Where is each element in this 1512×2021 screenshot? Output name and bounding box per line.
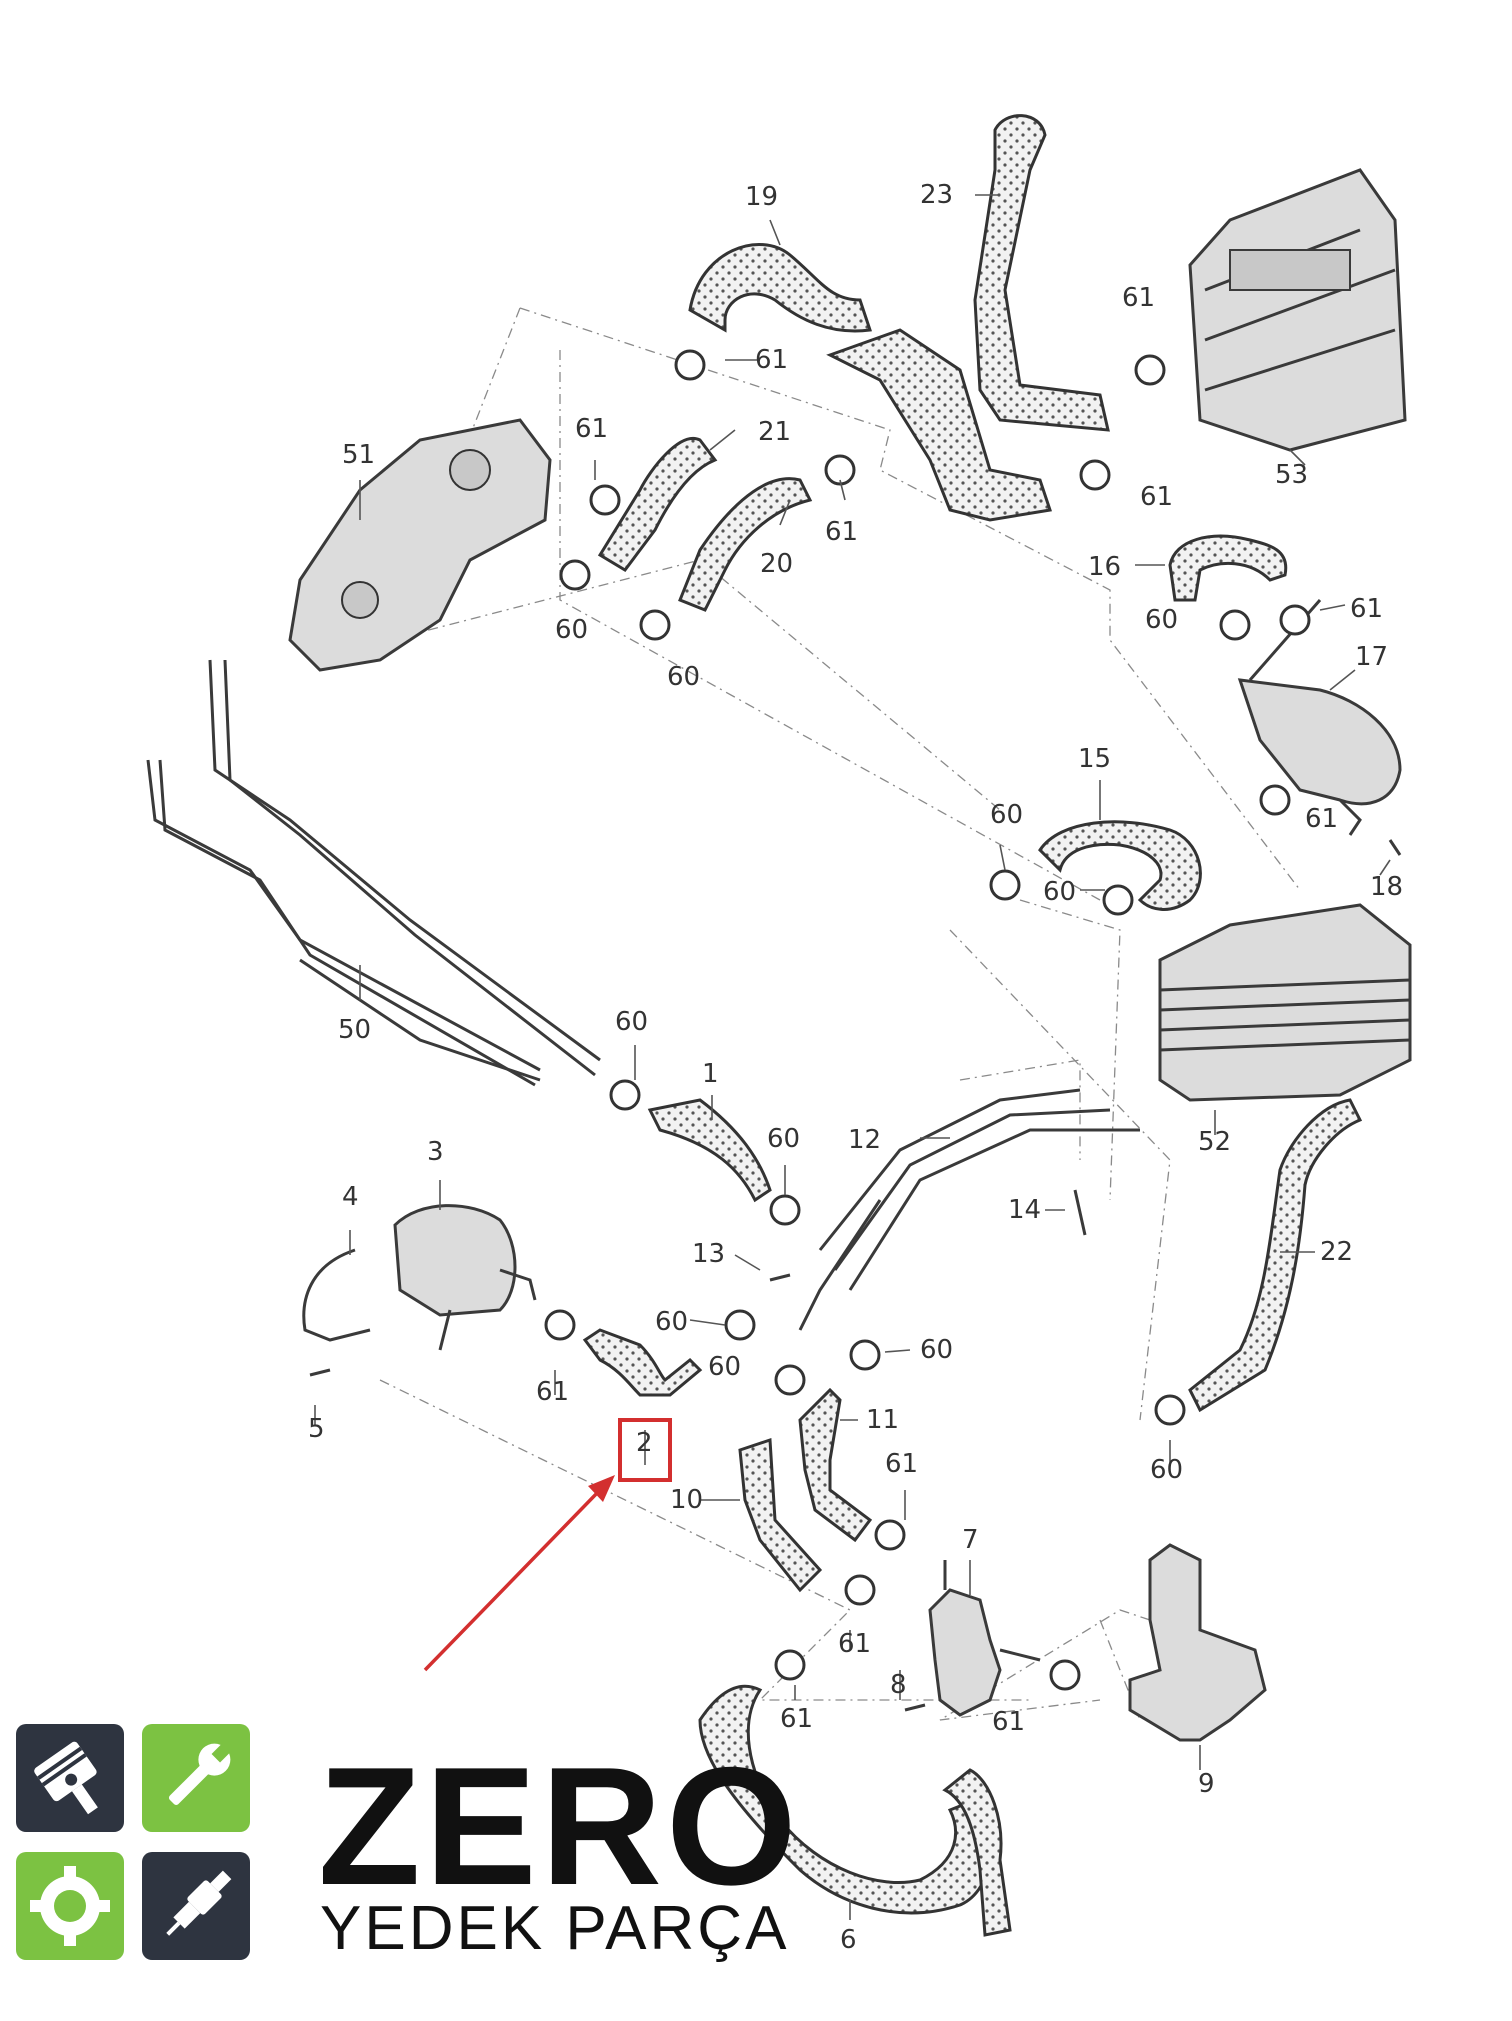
part-11-hose xyxy=(798,1387,873,1543)
callout-61: 61 xyxy=(575,414,608,444)
callout-61: 61 xyxy=(536,1377,569,1407)
part-22-hose xyxy=(1188,1098,1363,1413)
part-10-hose xyxy=(738,1437,823,1593)
callout-61: 61 xyxy=(838,1629,871,1659)
callout-18: 18 xyxy=(1370,872,1403,902)
callout-60: 60 xyxy=(1145,605,1178,635)
part-2-highlight-box xyxy=(618,1418,672,1482)
callout-17: 17 xyxy=(1355,642,1388,672)
wrench-icon xyxy=(168,1741,233,1806)
callout-6: 6 xyxy=(840,1925,857,1955)
brand-name: ZERO xyxy=(318,1732,801,1920)
callout-52: 52 xyxy=(1198,1127,1231,1157)
wrench-tile xyxy=(142,1724,250,1832)
gear-icon xyxy=(30,1866,110,1946)
part-53-heater-unit xyxy=(1188,168,1407,452)
part-21-hose xyxy=(597,436,718,572)
part-2-highlight-arrow xyxy=(423,1488,602,1672)
callout-7: 7 xyxy=(962,1525,979,1555)
callout-9: 9 xyxy=(1198,1769,1215,1799)
part-19-hose xyxy=(688,243,873,333)
callout-21: 21 xyxy=(758,417,791,447)
part-52-oil-cooler xyxy=(1158,903,1412,1102)
callout-60: 60 xyxy=(920,1335,953,1365)
callout-19: 19 xyxy=(745,182,778,212)
part-16-hose xyxy=(1168,534,1288,602)
spark-plug-tile xyxy=(142,1852,250,1960)
piston-tile xyxy=(16,1724,124,1832)
part-2-hose xyxy=(582,1328,703,1397)
gear-tile xyxy=(16,1852,124,1960)
callout-20: 20 xyxy=(760,549,793,579)
hose-clamps xyxy=(544,349,1311,1691)
callout-61: 61 xyxy=(1350,594,1383,624)
callout-50: 50 xyxy=(338,1015,371,1045)
callout-61: 61 xyxy=(780,1704,813,1734)
part-4-bracket xyxy=(302,1248,371,1342)
callout-60: 60 xyxy=(708,1352,741,1382)
callout-60: 60 xyxy=(615,1007,648,1037)
callout-13: 13 xyxy=(692,1239,725,1269)
callout-23: 23 xyxy=(920,180,953,210)
callout-1: 1 xyxy=(702,1059,719,1089)
callout-60: 60 xyxy=(667,662,700,692)
part-50-pipe-assembly xyxy=(146,659,601,1087)
callout-3: 3 xyxy=(427,1137,444,1167)
part-7-valve xyxy=(928,1560,1041,1717)
callout-15: 15 xyxy=(1078,744,1111,774)
callout-2: 2 xyxy=(636,1428,653,1458)
part-2-highlight xyxy=(423,1418,672,1672)
part-9-bracket xyxy=(1128,1543,1267,1742)
part-17-valve xyxy=(1237,599,1402,836)
callout-labels: 19 23 61 61 21 51 61 61 20 61 53 60 60 1… xyxy=(308,180,1403,1955)
callout-61: 61 xyxy=(1140,482,1173,512)
part-15-hose xyxy=(1038,820,1202,911)
callout-14: 14 xyxy=(1008,1195,1041,1225)
part-51-housing xyxy=(288,418,552,672)
callout-5: 5 xyxy=(308,1414,325,1444)
callout-11: 11 xyxy=(866,1405,899,1435)
callout-51: 51 xyxy=(342,440,375,470)
callout-4: 4 xyxy=(342,1182,359,1212)
part-23-hose xyxy=(973,114,1110,432)
callout-61: 61 xyxy=(1305,804,1338,834)
part-20-hose xyxy=(678,477,813,612)
arrow-head-icon xyxy=(588,1475,615,1502)
callout-61: 61 xyxy=(885,1449,918,1479)
branched-hose xyxy=(826,328,1052,522)
callout-61: 61 xyxy=(992,1707,1025,1737)
callout-60: 60 xyxy=(1043,877,1076,907)
part-3-pump xyxy=(393,1204,537,1351)
screws xyxy=(309,839,1402,1712)
callout-60: 60 xyxy=(767,1124,800,1154)
part-1-hose xyxy=(647,1098,772,1203)
callout-8: 8 xyxy=(890,1670,907,1700)
callout-16: 16 xyxy=(1088,552,1121,582)
leader-lines xyxy=(314,194,1391,1920)
callout-10: 10 xyxy=(670,1485,703,1515)
part-6-hose xyxy=(698,1684,1012,1937)
callout-61: 61 xyxy=(825,517,858,547)
callout-60: 60 xyxy=(1150,1455,1183,1485)
callout-60: 60 xyxy=(990,800,1023,830)
callout-53: 53 xyxy=(1275,460,1308,490)
callout-22: 22 xyxy=(1320,1237,1353,1267)
spark-plug-icon xyxy=(166,1870,232,1936)
callout-60: 60 xyxy=(655,1307,688,1337)
callout-61: 61 xyxy=(1122,283,1155,313)
callout-60: 60 xyxy=(555,615,588,645)
part-12-pipe-bundle xyxy=(798,1088,1140,1331)
callout-61: 61 xyxy=(755,345,788,375)
piston-icon xyxy=(34,1741,98,1815)
brand-tagline: YEDEK PARÇA xyxy=(320,1894,790,1963)
callout-12: 12 xyxy=(848,1125,881,1155)
